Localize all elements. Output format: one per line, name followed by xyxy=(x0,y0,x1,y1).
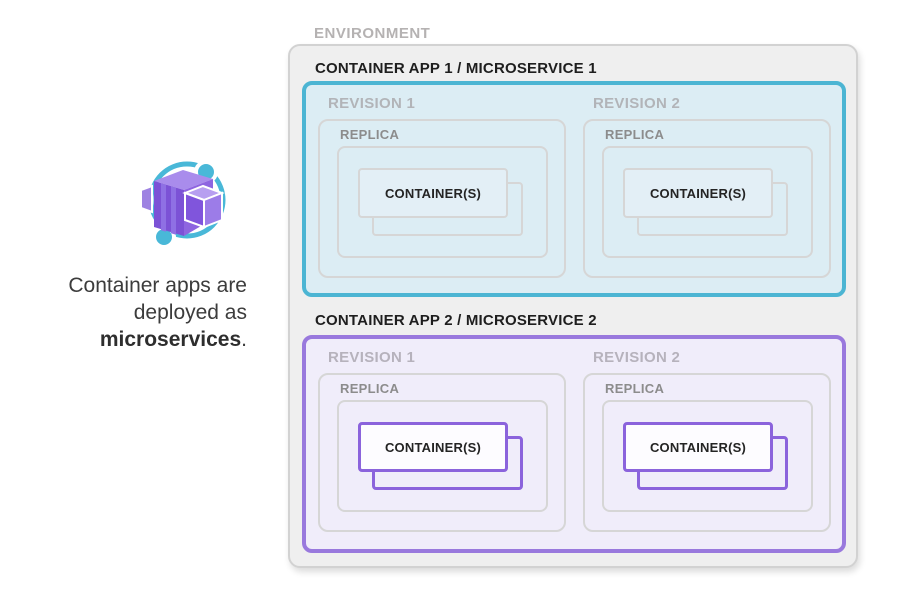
container-app-2-title: CONTAINER APP 2 / MICROSERVICE 2 xyxy=(315,312,597,329)
replica-label: REPLICA xyxy=(605,127,665,142)
container-box-front: CONTAINER(S) xyxy=(358,422,508,472)
left-container-icon xyxy=(140,184,153,214)
right-container-icon xyxy=(182,184,225,229)
environment-label: ENVIRONMENT xyxy=(314,25,431,42)
revision-box: REPLICA CONTAINER(S) xyxy=(318,373,566,532)
revision-box: REPLICA CONTAINER(S) xyxy=(318,119,566,278)
app2-revision-1: REVISION 1 REPLICA CONTAINER(S) xyxy=(318,339,566,549)
app2-revision-2: REVISION 2 REPLICA CONTAINER(S) xyxy=(583,339,831,549)
replica-box: CONTAINER(S) xyxy=(602,146,813,258)
environment-box: CONTAINER APP 1 / MICROSERVICE 1 REVISIO… xyxy=(288,44,858,568)
caption-bold-word: microservices xyxy=(99,328,242,351)
revision-box: REPLICA CONTAINER(S) xyxy=(583,373,831,532)
app1-revision-1: REVISION 1 REPLICA CONTAINER(S) xyxy=(318,85,566,293)
app1-revision-2: REVISION 2 REPLICA CONTAINER(S) xyxy=(583,85,831,293)
replica-label: REPLICA xyxy=(340,381,400,396)
replica-label: REPLICA xyxy=(340,127,400,142)
revision-box: REPLICA CONTAINER(S) xyxy=(583,119,831,278)
caption-line-3: microservices. xyxy=(17,326,247,353)
replica-label: REPLICA xyxy=(605,381,665,396)
replica-box: CONTAINER(S) xyxy=(337,400,548,512)
caption-text: Container apps are deployed as microserv… xyxy=(17,272,247,353)
container-app-1-title: CONTAINER APP 1 / MICROSERVICE 1 xyxy=(315,60,597,77)
replica-box: CONTAINER(S) xyxy=(602,400,813,512)
container-apps-icon xyxy=(140,160,226,249)
container-app-1-box: REVISION 1 REPLICA CONTAINER(S) REVISION… xyxy=(302,81,846,297)
container-box-front: CONTAINER(S) xyxy=(623,168,773,218)
replica-box: CONTAINER(S) xyxy=(337,146,548,258)
container-box-front: CONTAINER(S) xyxy=(623,422,773,472)
caption-period: . xyxy=(241,328,247,351)
caption-line-2: deployed as xyxy=(133,301,247,324)
caption-line-1: Container apps are xyxy=(68,274,247,297)
revision-label: REVISION 2 xyxy=(593,95,681,112)
container-box-front: CONTAINER(S) xyxy=(358,168,508,218)
container-app-2-box: REVISION 1 REPLICA CONTAINER(S) REVISION… xyxy=(302,335,846,553)
revision-label: REVISION 2 xyxy=(593,349,681,366)
revision-label: REVISION 1 xyxy=(328,349,416,366)
revision-label: REVISION 1 xyxy=(328,95,416,112)
